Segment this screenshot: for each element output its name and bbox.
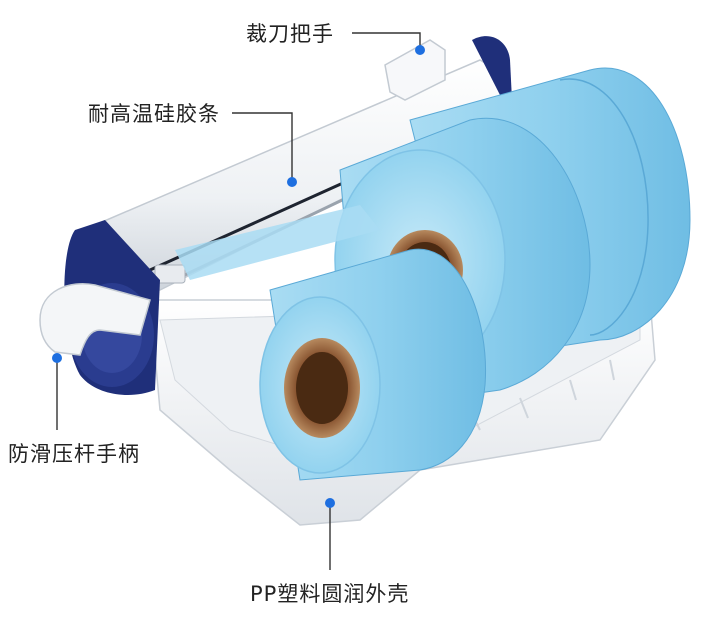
callout-pp-shell: PP塑料圆润外壳 — [250, 582, 410, 606]
callout-cutter-handle: 裁刀把手 — [246, 22, 334, 46]
callout-dot-shell — [325, 498, 335, 508]
right-end-cap — [472, 36, 512, 100]
cutter-handle — [384, 39, 446, 101]
callout-dot-cutter-handle — [415, 45, 425, 55]
callout-heat-resistant-strip: 耐高温硅胶条 — [88, 102, 220, 126]
roll-small — [259, 248, 487, 481]
callout-dot-handle — [52, 353, 62, 363]
callout-anti-slip-handle: 防滑压杆手柄 — [8, 442, 140, 466]
callout-dot-strip — [287, 177, 297, 187]
anti-slip-handle — [39, 283, 151, 356]
pouch-strip — [175, 205, 380, 280]
callout-leaders — [52, 32, 425, 570]
